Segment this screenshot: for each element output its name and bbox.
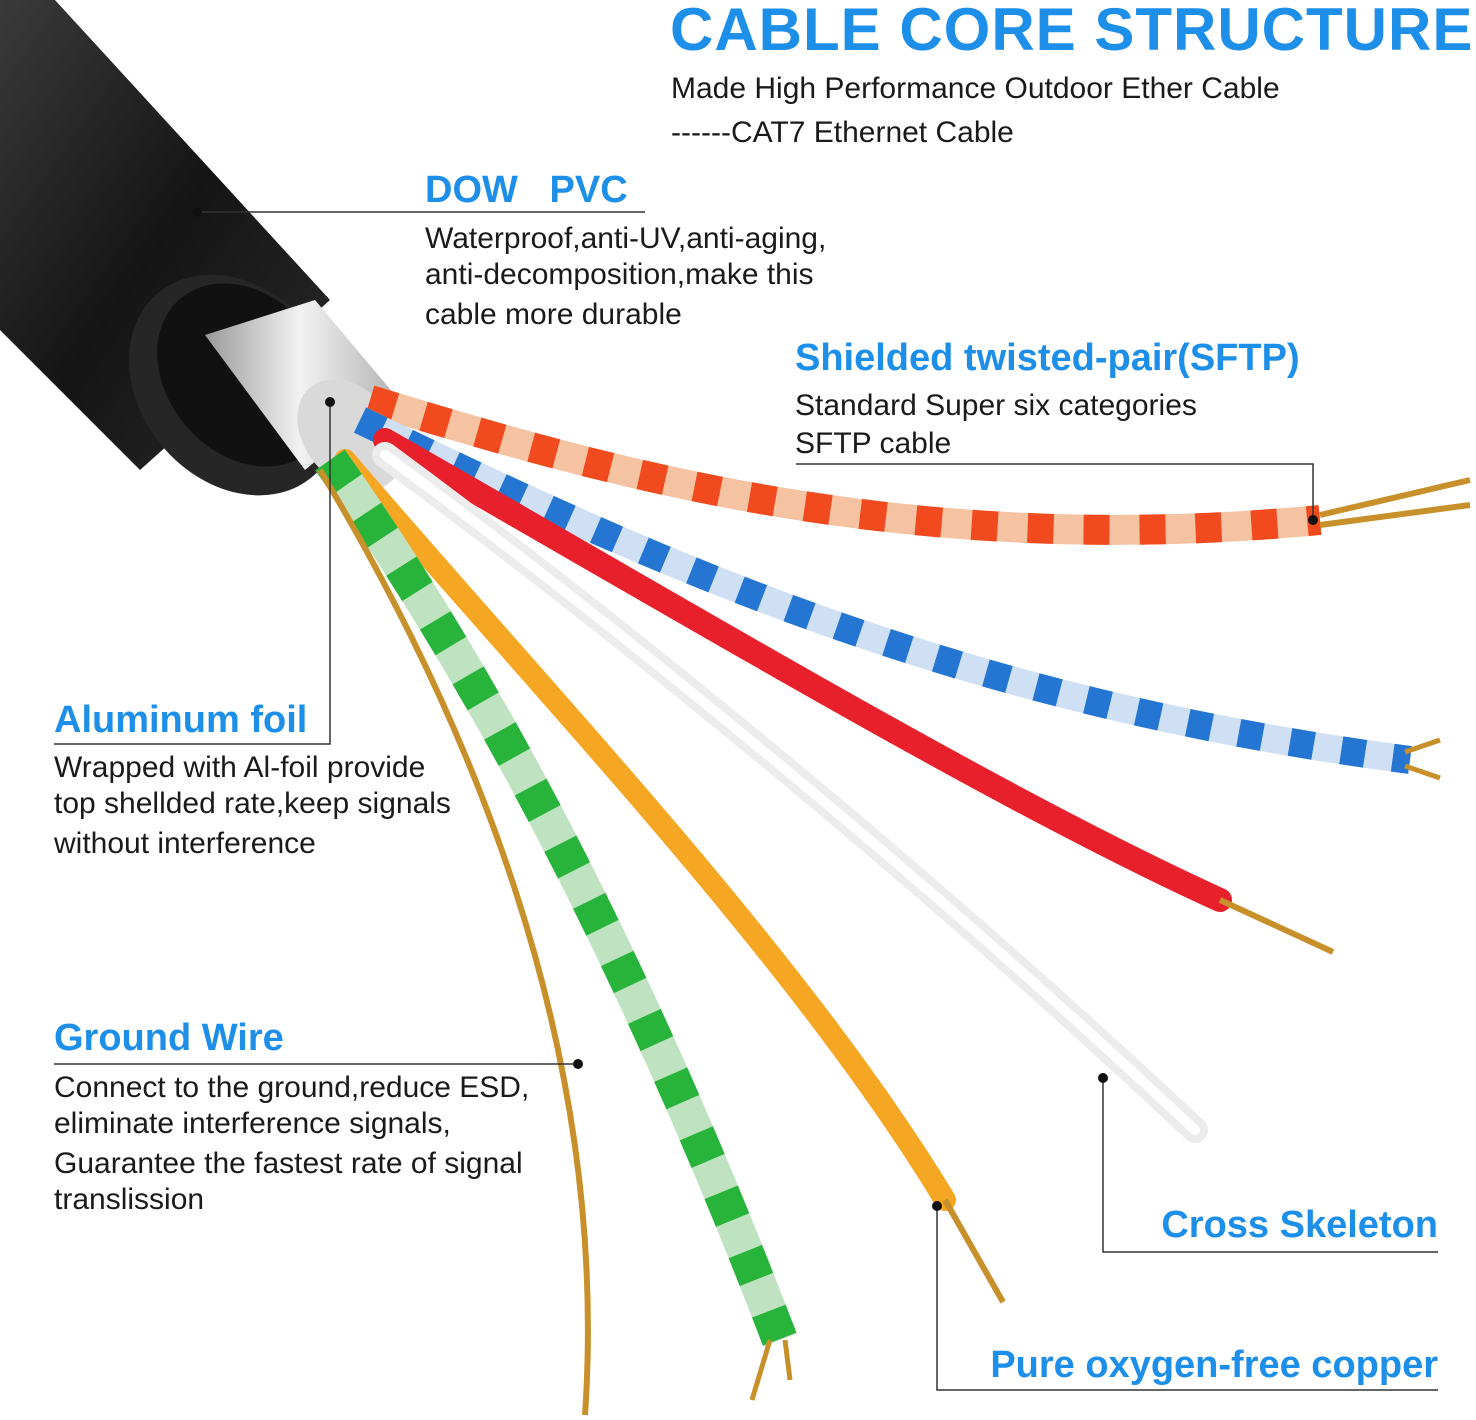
callout-ground-heading: Ground Wire (54, 1017, 284, 1059)
callout-ground-line: eliminate interference signals, (54, 1107, 451, 1140)
leader-lines (54, 211, 1438, 1391)
orange-twisted-pair (365, 385, 1471, 545)
ground-wire (317, 468, 591, 1416)
callout-foil-line: Wrapped with Al-foil provide (54, 751, 426, 784)
page-subtitle-line2: ------CAT7 Ethernet Cable (671, 116, 1014, 149)
red-wire (373, 428, 1335, 955)
callout-pvc-line: Waterproof,anti-UV,anti-aging, (425, 222, 827, 255)
callout-foil-heading: Aluminum foil (54, 699, 308, 741)
leader-dots (192, 207, 1318, 1211)
callout-sftp-line: SFTP cable (795, 427, 952, 460)
callout-skeleton-heading: Cross Skeleton (1161, 1204, 1438, 1246)
cross-skeleton-wire (372, 442, 1208, 1143)
callout-ground-line: translission (54, 1183, 205, 1216)
green-twisted-pair (315, 449, 797, 1401)
callout-sftp-heading: Shielded twisted-pair(SFTP) (795, 337, 1300, 379)
page-subtitle-line1: Made High Performance Outdoor Ether Cabl… (671, 72, 1280, 105)
blue-twisted-pair (353, 407, 1441, 781)
callout-pvc-heading: DOW PVC (425, 169, 628, 211)
yellow-wire (334, 449, 1006, 1304)
callout-ground-line: Connect to the ground,reduce ESD, (54, 1071, 530, 1104)
callout-foil-line: top shellded rate,keep signals (54, 787, 451, 820)
callout-pvc-line: anti-decomposition,make this (425, 258, 814, 291)
callout-foil-line: without interference (54, 827, 316, 860)
callout-copper-heading: Pure oxygen-free copper (990, 1344, 1438, 1386)
callout-pvc-line: cable more durable (425, 298, 682, 331)
page-title: CABLE CORE STRUCTURE (670, 0, 1474, 63)
callout-ground-line: Guarantee the fastest rate of signal (54, 1147, 523, 1180)
callout-sftp-line: Standard Super six categories (795, 389, 1197, 422)
